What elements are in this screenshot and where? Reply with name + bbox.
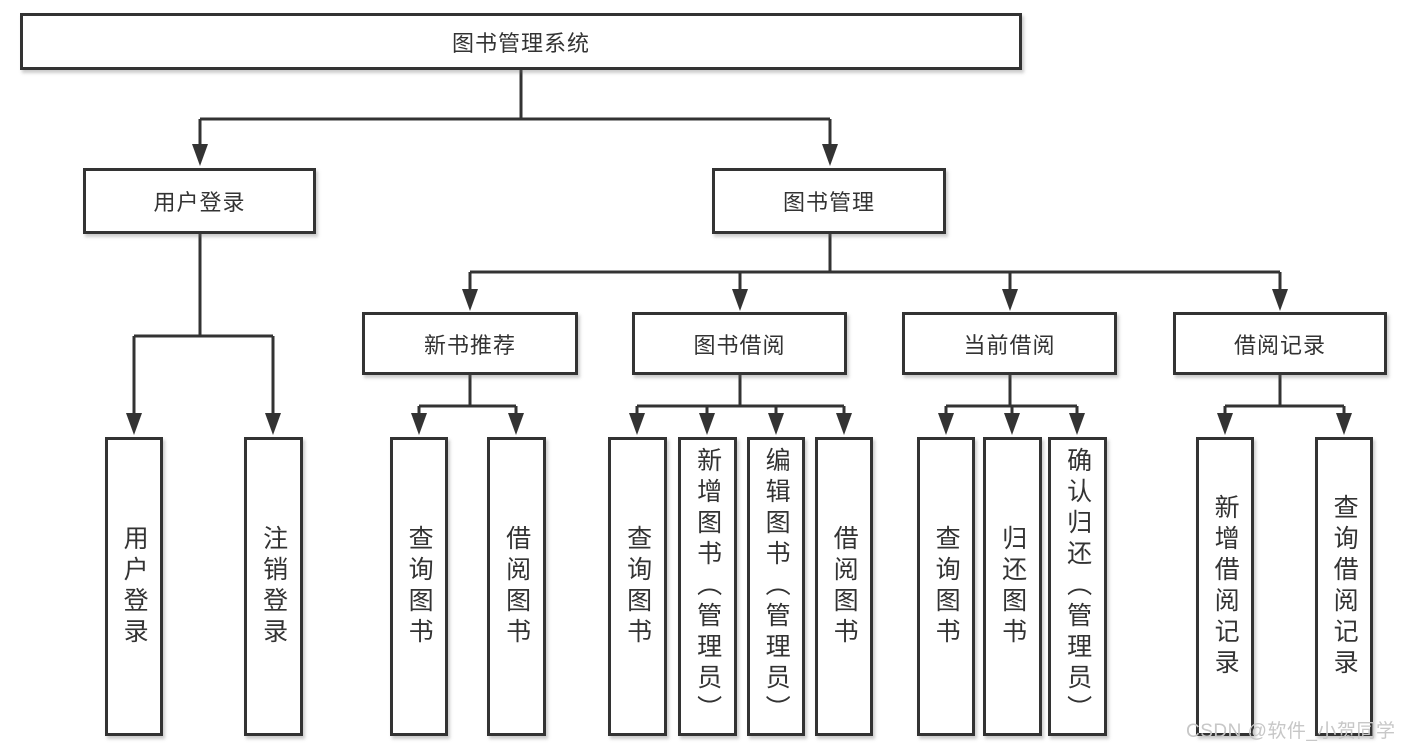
- node-current-borrow-label: 当前借阅: [963, 332, 1056, 358]
- connector-book-borrow-to-leaves: [635, 375, 846, 418]
- connector-current-borrow-to-leaves: [944, 375, 1079, 418]
- arrow-down-icon: [732, 289, 748, 311]
- arrow-down-icon: [462, 289, 478, 311]
- arrow-down-icon: [1002, 289, 1018, 311]
- leaf-logout-login-label: 注销登录: [259, 524, 288, 649]
- leaf-current-query-books-label: 查询图书: [932, 524, 961, 649]
- leaf-newbook-query-books: 查询图书: [390, 437, 448, 736]
- arrow-down-icon: [411, 413, 427, 435]
- leaf-borrow-add-books-admin: 新增图书（管理员）: [678, 437, 737, 736]
- node-book-management: 图书管理: [712, 168, 946, 234]
- arrow-down-icon: [508, 413, 524, 435]
- node-book-management-label: 图书管理: [782, 190, 875, 215]
- arrow-down-icon: [265, 413, 281, 435]
- arrow-down-icon: [629, 413, 645, 435]
- leaf-records-query-record: 查询借阅记录: [1315, 437, 1373, 736]
- arrow-down-icon: [1004, 413, 1020, 435]
- node-borrow-records-label: 借阅记录: [1233, 332, 1326, 358]
- watermark: CSDN @软件_小贺同学: [1186, 721, 1396, 742]
- leaf-records-query-record-label: 查询借阅记录: [1330, 493, 1359, 680]
- leaf-logout-login: 注销登录: [244, 437, 303, 736]
- node-root-label: 图书管理系统: [451, 30, 590, 56]
- node-book-borrow: 图书借阅: [632, 312, 847, 375]
- arrow-down-icon: [1272, 289, 1288, 311]
- connector-new-book-to-leaves: [417, 375, 518, 418]
- node-user-login-label: 用户登录: [153, 190, 246, 215]
- arrow-down-icon: [192, 144, 208, 166]
- node-new-book-recommend-label: 新书推荐: [423, 332, 516, 358]
- leaf-user-login: 用户登录: [105, 437, 163, 736]
- leaf-borrow-query-books: 查询图书: [608, 437, 667, 736]
- connector-root-to-level2: [198, 69, 832, 148]
- leaf-current-confirm-return-admin-label: 确认归还（管理员）: [1063, 447, 1092, 726]
- leaf-borrow-query-books-label: 查询图书: [623, 524, 652, 649]
- node-new-book-recommend: 新书推荐: [362, 312, 578, 375]
- arrow-down-icon: [126, 413, 142, 435]
- leaf-current-confirm-return-admin: 确认归还（管理员）: [1048, 437, 1107, 736]
- leaf-records-add-record: 新增借阅记录: [1196, 437, 1254, 736]
- node-root-system: 图书管理系统: [20, 13, 1022, 70]
- leaf-current-query-books: 查询图书: [917, 437, 975, 736]
- arrow-down-icon: [1336, 413, 1352, 435]
- node-borrow-records: 借阅记录: [1173, 312, 1387, 375]
- arrow-down-icon: [1069, 413, 1085, 435]
- node-current-borrow: 当前借阅: [902, 312, 1117, 375]
- leaf-borrow-edit-books-admin-label: 编辑图书（管理员）: [762, 447, 791, 726]
- node-book-borrow-label: 图书借阅: [693, 332, 786, 358]
- arrow-down-icon: [836, 413, 852, 435]
- connector-user-login-to-leaves: [132, 233, 275, 418]
- leaf-current-return-books: 归还图书: [983, 437, 1042, 736]
- leaf-newbook-query-books-label: 查询图书: [405, 524, 434, 649]
- leaf-newbook-borrow-books: 借阅图书: [487, 437, 546, 736]
- leaf-user-login-label: 用户登录: [120, 524, 149, 649]
- arrow-down-icon: [938, 413, 954, 435]
- connector-borrow-records-to-leaves: [1223, 375, 1346, 418]
- leaf-current-return-books-label: 归还图书: [998, 524, 1027, 649]
- leaf-borrow-edit-books-admin: 编辑图书（管理员）: [747, 437, 805, 736]
- arrow-down-icon: [822, 144, 838, 166]
- leaf-borrow-borrow-books: 借阅图书: [815, 437, 873, 736]
- arrow-down-icon: [768, 413, 784, 435]
- leaf-borrow-add-books-admin-label: 新增图书（管理员）: [693, 447, 722, 726]
- arrowheads: [126, 144, 1352, 435]
- arrow-down-icon: [1217, 413, 1233, 435]
- node-user-login: 用户登录: [83, 168, 316, 234]
- connector-book-management-to-level3: [468, 233, 1282, 293]
- arrow-down-icon: [699, 413, 715, 435]
- leaf-records-add-record-label: 新增借阅记录: [1211, 493, 1240, 680]
- leaf-borrow-borrow-books-label: 借阅图书: [830, 524, 859, 649]
- leaf-newbook-borrow-books-label: 借阅图书: [502, 524, 531, 649]
